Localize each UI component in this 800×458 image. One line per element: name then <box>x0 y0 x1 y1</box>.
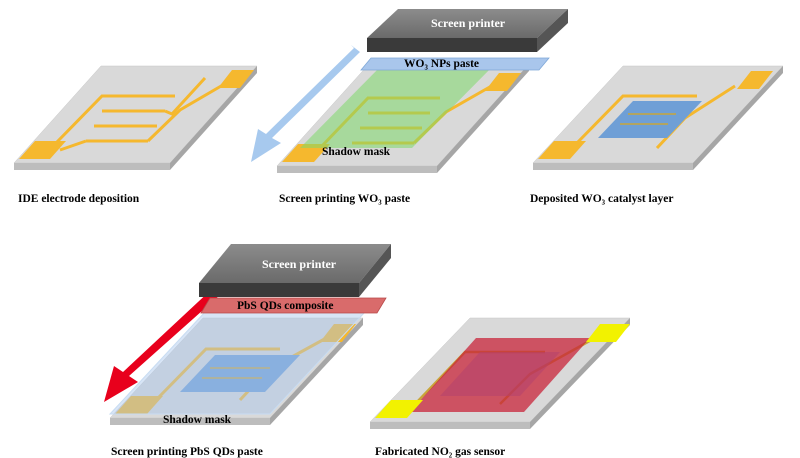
paste-drag-arrow <box>104 286 221 402</box>
wo3-underlayer <box>440 352 560 396</box>
electrode-pad-left <box>19 141 66 159</box>
printer-label: Screen printer <box>431 16 506 30</box>
pbs-paste-bar <box>200 297 387 314</box>
ide-fingers <box>620 113 676 125</box>
electrode-pad-right <box>218 70 254 88</box>
ide-electrodes <box>54 76 229 152</box>
electrode-pad-left <box>538 141 586 159</box>
screen-printer: Screen printer <box>199 244 391 297</box>
step-1-ide-deposition: IDE electrode deposition <box>13 65 258 205</box>
step-3-deposited-wo3: Deposited WO₃ catalyst layer <box>530 65 784 205</box>
wo3-paste-bar <box>360 57 550 71</box>
step-caption: Screen printing WO₃ paste <box>279 193 410 205</box>
mask-label: Shadow mask <box>163 414 232 426</box>
printer-label: Screen printer <box>262 257 337 271</box>
screen-printer: Screen printer <box>367 9 568 52</box>
electrode-pad-right <box>485 73 521 91</box>
wo3-catalyst-layer <box>598 101 702 138</box>
step-4-screen-printing-pbs: Screen printer PbS QDs composite Shadow … <box>104 244 391 458</box>
electrode-pad-left <box>375 400 423 418</box>
shadow-mask <box>300 64 495 148</box>
electrode-pad-right <box>320 324 356 342</box>
paste-label: WO₃ NPs paste <box>404 58 479 70</box>
step-caption: IDE electrode deposition <box>18 193 140 205</box>
paste-label: PbS QDs composite <box>237 300 333 312</box>
electrode-pad-right <box>586 324 630 342</box>
substrate <box>13 65 258 170</box>
wo3-catalyst-layer <box>180 355 300 392</box>
electrode-pad-right <box>737 71 773 89</box>
electrode-pad-left <box>115 396 163 414</box>
electrode-pad-left <box>282 144 330 162</box>
paste-drag-arrow <box>251 45 360 162</box>
step-caption: Fabricated NO₂ gas sensor <box>375 446 505 458</box>
step-5-fabricated-sensor: Fabricated NO₂ gas sensor <box>369 317 631 458</box>
ide-fingers <box>202 367 270 379</box>
step-caption: Deposited WO₃ catalyst layer <box>530 193 673 205</box>
step-caption: Screen printing PbS QDs paste <box>111 446 263 458</box>
mask-label: Shadow mask <box>322 146 391 158</box>
step-2-screen-printing-wo3: Screen printer WO₃ NPs paste Shadow mask… <box>251 9 568 205</box>
